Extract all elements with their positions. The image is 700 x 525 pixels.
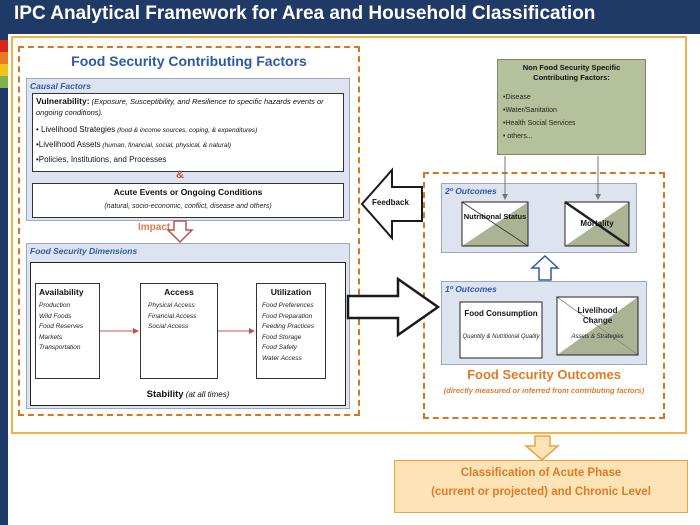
availability-box	[35, 283, 100, 379]
utilization-list: Food Preferences Food Preparation Feedin…	[262, 301, 314, 364]
livelihood-assets-item: •Livelihood Assets (human, financial, so…	[36, 140, 340, 149]
utilization-item: Food Preferences	[262, 302, 314, 309]
stability-label: Stability (at all times)	[30, 389, 346, 400]
availability-item: Production	[39, 302, 71, 309]
non-food-factors-box	[497, 59, 646, 155]
non-food-factors-title: Non Food Security Specific Contributing …	[522, 63, 621, 82]
availability-item: Transportation	[39, 344, 81, 351]
livelihood-strategies-label: • Livelihood Strategies	[36, 125, 116, 134]
acute-events-box	[32, 183, 344, 218]
second-outcomes-header: 2º Outcomes	[445, 186, 497, 196]
non-food-factor-item: •Water/Sanitation	[503, 107, 557, 114]
acute-events-description: (natural, socio-economic, conflict, dise…	[104, 203, 272, 210]
classification-line-1: Classification of Acute Phase	[460, 467, 622, 479]
livelihood-assets-detail: (human, financial, social, physical, & n…	[100, 142, 232, 149]
accent-stripe-yellow	[0, 64, 8, 76]
non-food-factors-list: •Disease •Water/Sanitation •Health Socia…	[503, 91, 575, 143]
availability-item: Wild Foods	[39, 312, 72, 320]
page-title: IPC Analytical Framework for Area and Ho…	[14, 3, 596, 24]
availability-list: Production Wild Foods Food Reserves Mark…	[39, 301, 83, 354]
livelihood-strategies-item: • Livelihood Strategies (food & income s…	[36, 125, 340, 134]
feedback-label: Feedback	[372, 198, 409, 207]
policies-item: •Policies, Institutions, and Processes	[36, 155, 167, 164]
availability-title: Availability	[39, 287, 84, 297]
livelihood-change-detail: Assets & Strategies	[571, 334, 624, 340]
non-food-factor-item: •Health Social Services	[503, 120, 576, 127]
mortality-box	[564, 201, 630, 247]
livelihood-strategies-detail: (food & income sources, coping, & expend…	[115, 127, 258, 134]
access-title: Access	[164, 287, 194, 297]
food-consumption-box	[459, 301, 543, 359]
vulnerability-description: (Exposure, Susceptibility, and Resilienc…	[36, 97, 324, 117]
stability-subtitle: (at all times)	[183, 390, 230, 399]
access-item: Financial Access	[148, 312, 197, 320]
mortality-label: Mortality	[580, 219, 614, 228]
feedback-arrow	[360, 167, 423, 241]
dimensions-header: Food Security Dimensions	[30, 246, 138, 256]
livelihood-change-label: Livelihood Change	[577, 306, 618, 325]
impact-arrow	[166, 220, 194, 244]
utilization-item: Water Access	[262, 354, 302, 362]
vulnerability-box	[32, 93, 344, 172]
title-bar	[0, 0, 700, 34]
impact-label: Impact	[138, 222, 171, 233]
dimensions-to-outcomes-arrow	[346, 276, 441, 338]
food-consumption-label: Food Consumption	[464, 309, 538, 318]
outcomes-region	[423, 172, 665, 419]
nutritional-status-box	[461, 201, 529, 247]
acute-events-title: Acute Events or Ongoing Conditions	[113, 187, 263, 197]
contributing-factors-heading: Food Security Contributing Factors	[71, 53, 307, 69]
non-food-factor-item: •Disease	[503, 94, 531, 101]
vulnerability-text: Vulnerability: (Exposure, Susceptibility…	[36, 96, 340, 118]
availability-item: Food Reserves	[39, 323, 84, 330]
availability-item: Markets	[39, 333, 63, 341]
contributing-factors-region	[18, 46, 360, 416]
first-to-second-outcomes-arrow	[530, 254, 560, 281]
causal-factors-header: Causal Factors	[30, 81, 91, 91]
livelihood-assets-label: •Livelihood Assets	[36, 140, 101, 149]
utilization-box	[256, 283, 326, 379]
non-food-factor-item: • others...	[503, 133, 533, 140]
utilization-item: Food Safety	[262, 344, 298, 351]
utilization-item: Food Preparation	[262, 312, 313, 320]
accent-stripe-green	[0, 76, 8, 88]
livelihood-change-box	[556, 296, 639, 356]
food-consumption-detail: Quantity & Nutritional Quality	[462, 334, 540, 340]
left-accent-strip	[0, 34, 8, 525]
nutritional-status-label: Nutritional Status	[463, 212, 527, 221]
utilization-title: Utilization	[270, 287, 312, 297]
outcomes-to-classification-arrow	[524, 435, 560, 461]
utilization-item: Food Storage	[262, 333, 302, 341]
outcomes-subtitle: (directly measured or inferred from cont…	[443, 386, 645, 395]
access-item: Social Access	[148, 323, 189, 330]
outcomes-title: Food Security Outcomes	[467, 367, 621, 382]
utilization-item: Feeding Practices	[262, 323, 315, 330]
classification-line-2: (current or projected) and Chronic Level	[431, 486, 651, 498]
access-box	[140, 283, 218, 379]
access-list: Physical Access Financial Access Social …	[148, 301, 197, 333]
accent-stripe-orange	[0, 52, 8, 64]
stability-title: Stability	[146, 389, 184, 400]
classification-box	[394, 460, 688, 513]
first-outcomes-header: 1º Outcomes	[445, 284, 497, 294]
ampersand-connector: &	[176, 169, 184, 181]
access-item: Physical Access	[148, 302, 195, 309]
vulnerability-label: Vulnerability:	[36, 96, 90, 106]
accent-stripe-red	[0, 40, 8, 52]
